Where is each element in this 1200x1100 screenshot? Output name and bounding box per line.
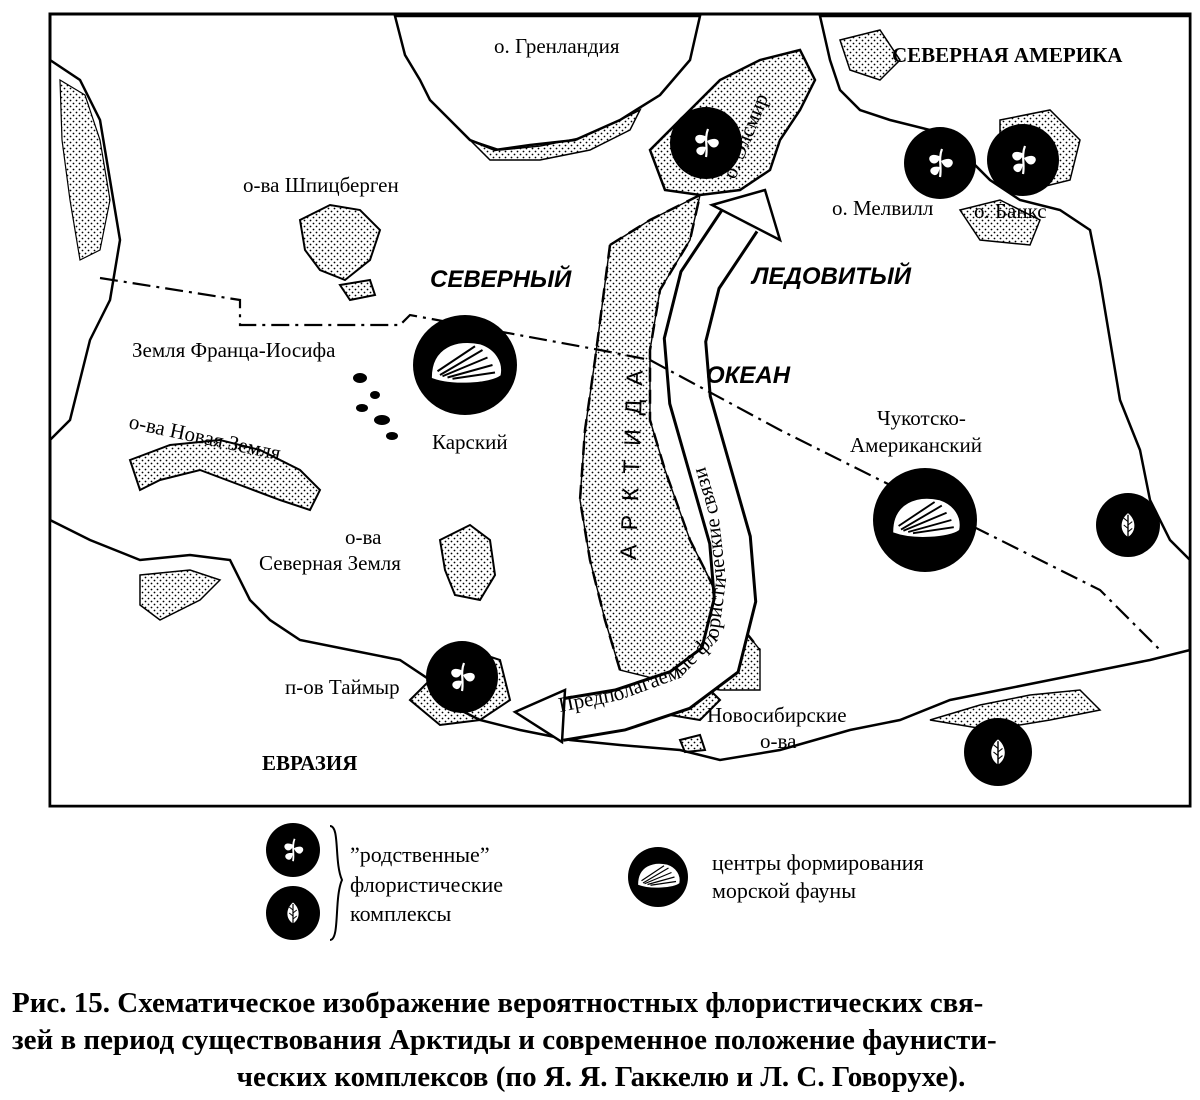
caption-line-2: зей в период существования Арктиды и сов…: [12, 1024, 997, 1056]
legend-floral-label-3: комплексы: [350, 901, 451, 926]
franz-josef-islands: [353, 373, 398, 440]
legend-fauna-label-2: морской фауны: [712, 878, 856, 903]
label-severnaya-zemlya-1: о-ва: [345, 525, 382, 549]
label-taimyr: п-ов Таймыр: [285, 675, 400, 699]
ellesmere-floral-center: [670, 107, 742, 179]
label-karsky: Карский: [432, 430, 508, 454]
label-spitsbergen: о-ва Шпицберген: [243, 173, 399, 197]
label-ocean-word1: СЕВЕРНЫЙ: [430, 264, 572, 293]
legend-fauna-icon: [628, 847, 688, 907]
figure-caption: Рис. 15. Схематическое изображение вероя…: [12, 985, 1190, 1096]
label-banks: о. Банкс: [974, 199, 1047, 223]
label-melville: о. Мелвилл: [832, 196, 933, 220]
boundary-line-west: [99, 276, 651, 362]
north-america-coast: [818, 14, 1192, 564]
melville-floral-center: [904, 127, 976, 199]
arctida-outline: [578, 192, 761, 671]
legend-floral-label-1: ”родственные”: [350, 842, 490, 867]
taimyr-floral-center: [426, 641, 498, 713]
label-ocean-word3: ОКЕАН: [706, 362, 791, 389]
eurasia-west-dots: [59, 78, 111, 261]
alaska-leaf-center: [1096, 493, 1160, 557]
legend-floral-icon-2: [266, 886, 320, 940]
spitsbergen-islands: [298, 203, 382, 302]
route-arrowhead-north: [708, 188, 783, 243]
label-chukotka-2: Американский: [850, 433, 982, 457]
legend-floral-label-2: флористические: [350, 872, 503, 897]
legend: ”родственные” флористические комплексы ц…: [266, 823, 924, 941]
route-arrow-band-inner: [556, 209, 756, 739]
banks-floral-center: [987, 124, 1059, 196]
chukotka-fauna-center: [873, 468, 977, 572]
novaya-zemlya: [128, 438, 322, 512]
label-franz-josef: Земля Франца-Иосифа: [132, 338, 336, 362]
caption-line-1: Рис. 15. Схематическое изображение вероя…: [12, 987, 984, 1019]
greenland-coast-dots: [469, 108, 642, 161]
greenland-landmass: [393, 14, 702, 152]
label-north-america: СЕВЕРНАЯ АМЕРИКА: [892, 43, 1123, 67]
label-novosibirsk-1: Новосибирские: [707, 703, 847, 727]
legend-fauna-label-1: центры формирования: [712, 850, 924, 875]
label-greenland: о. Гренландия: [494, 34, 620, 58]
karsky-fauna-center: [413, 315, 517, 415]
severnaya-zemlya: [438, 523, 497, 602]
caption-line-3: ческих комплексов (по Я. Я. Гаккелю и Л.…: [236, 1061, 966, 1093]
label-ocean-word2: ЛЕДОВИТЫЙ: [750, 261, 912, 290]
route-arrowhead-south: [512, 688, 567, 745]
legend-brace: [329, 825, 344, 941]
label-novosibirsk-2: о-ва: [760, 729, 797, 753]
label-chukotka-1: Чукотско-: [877, 406, 966, 430]
legend-floral-icon-1: [266, 823, 320, 877]
label-eurasia: ЕВРАЗИЯ: [262, 751, 357, 775]
label-severnaya-zemlya-2: Северная Земля: [259, 551, 401, 575]
chukotka-leaf-center: [964, 718, 1032, 786]
eurasia-mainland: [48, 517, 1192, 808]
